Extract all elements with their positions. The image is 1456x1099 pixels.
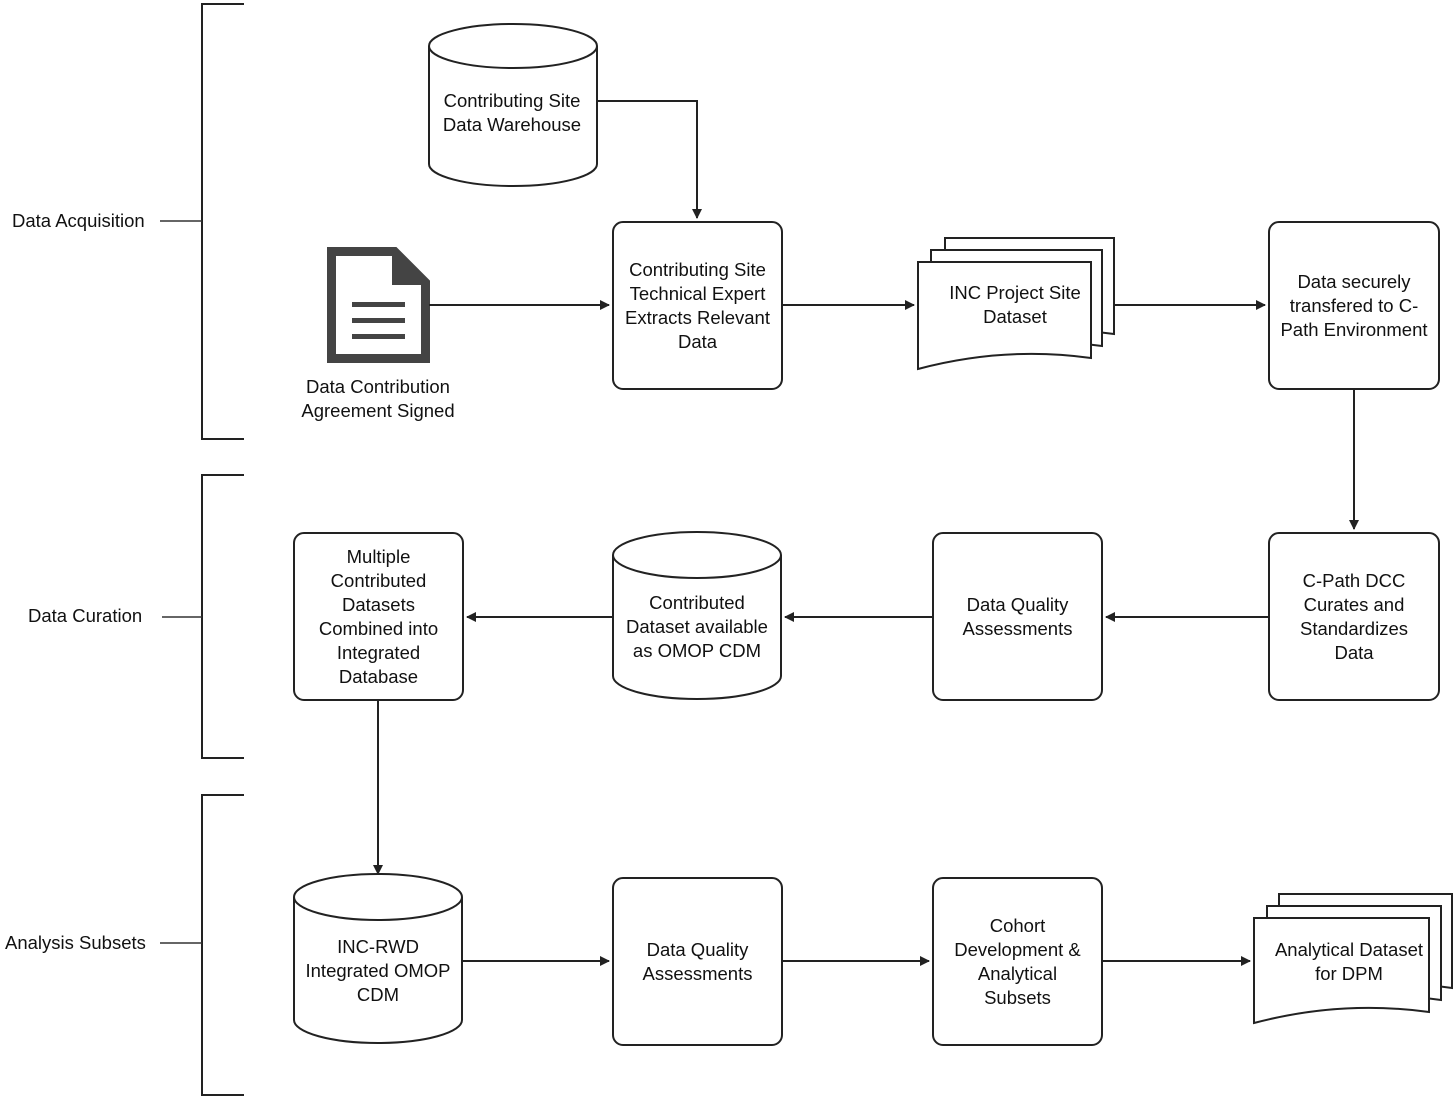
agreement-label: Data Contribution Agreement Signed <box>301 376 455 421</box>
site-dataset-multidoc <box>917 237 1115 371</box>
omop-contrib-cylinder <box>612 531 782 700</box>
inc-rwd-cylinder <box>293 873 463 1044</box>
analytical-label: Analytical Dataset for DPM <box>1274 939 1424 984</box>
extract-label: Contributing Site Technical Expert Extra… <box>625 258 770 352</box>
warehouse-label: Contributing Site Data Warehouse <box>442 90 582 135</box>
phase-label-analysis: Analysis Subsets <box>5 932 146 953</box>
combine-label: Multiple Contributed Datasets Combined i… <box>318 545 439 687</box>
analysis-brace <box>201 794 244 1096</box>
curate-label: C-Path DCC Curates and Standardizes Data <box>1300 569 1408 663</box>
inc-rwd-label: INC-RWD Integrated OMOP CDM <box>305 936 451 1005</box>
document-icon <box>327 247 430 363</box>
transfer-label: Data securely transfered to C-Path Envir… <box>1280 270 1428 340</box>
dqa-2-label: Data Quality Assessments <box>642 938 753 984</box>
curation-brace <box>201 474 244 759</box>
dqa-1-label: Data Quality Assessments <box>962 593 1073 639</box>
arrow-warehouse-to-extract <box>597 100 702 219</box>
acquisition-brace <box>201 3 244 440</box>
warehouse-cylinder <box>428 23 598 187</box>
cohort-label: Cohort Development & Analytical Subsets <box>954 914 1081 1008</box>
omop-contrib-label: Contributed Dataset available as OMOP CD… <box>626 592 768 661</box>
phase-label-acquisition: Data Acquisition <box>12 210 145 231</box>
analytical-multidoc <box>1253 893 1453 1025</box>
site-dataset-label: INC Project Site Dataset <box>949 282 1081 327</box>
phase-label-curation: Data Curation <box>28 605 143 626</box>
